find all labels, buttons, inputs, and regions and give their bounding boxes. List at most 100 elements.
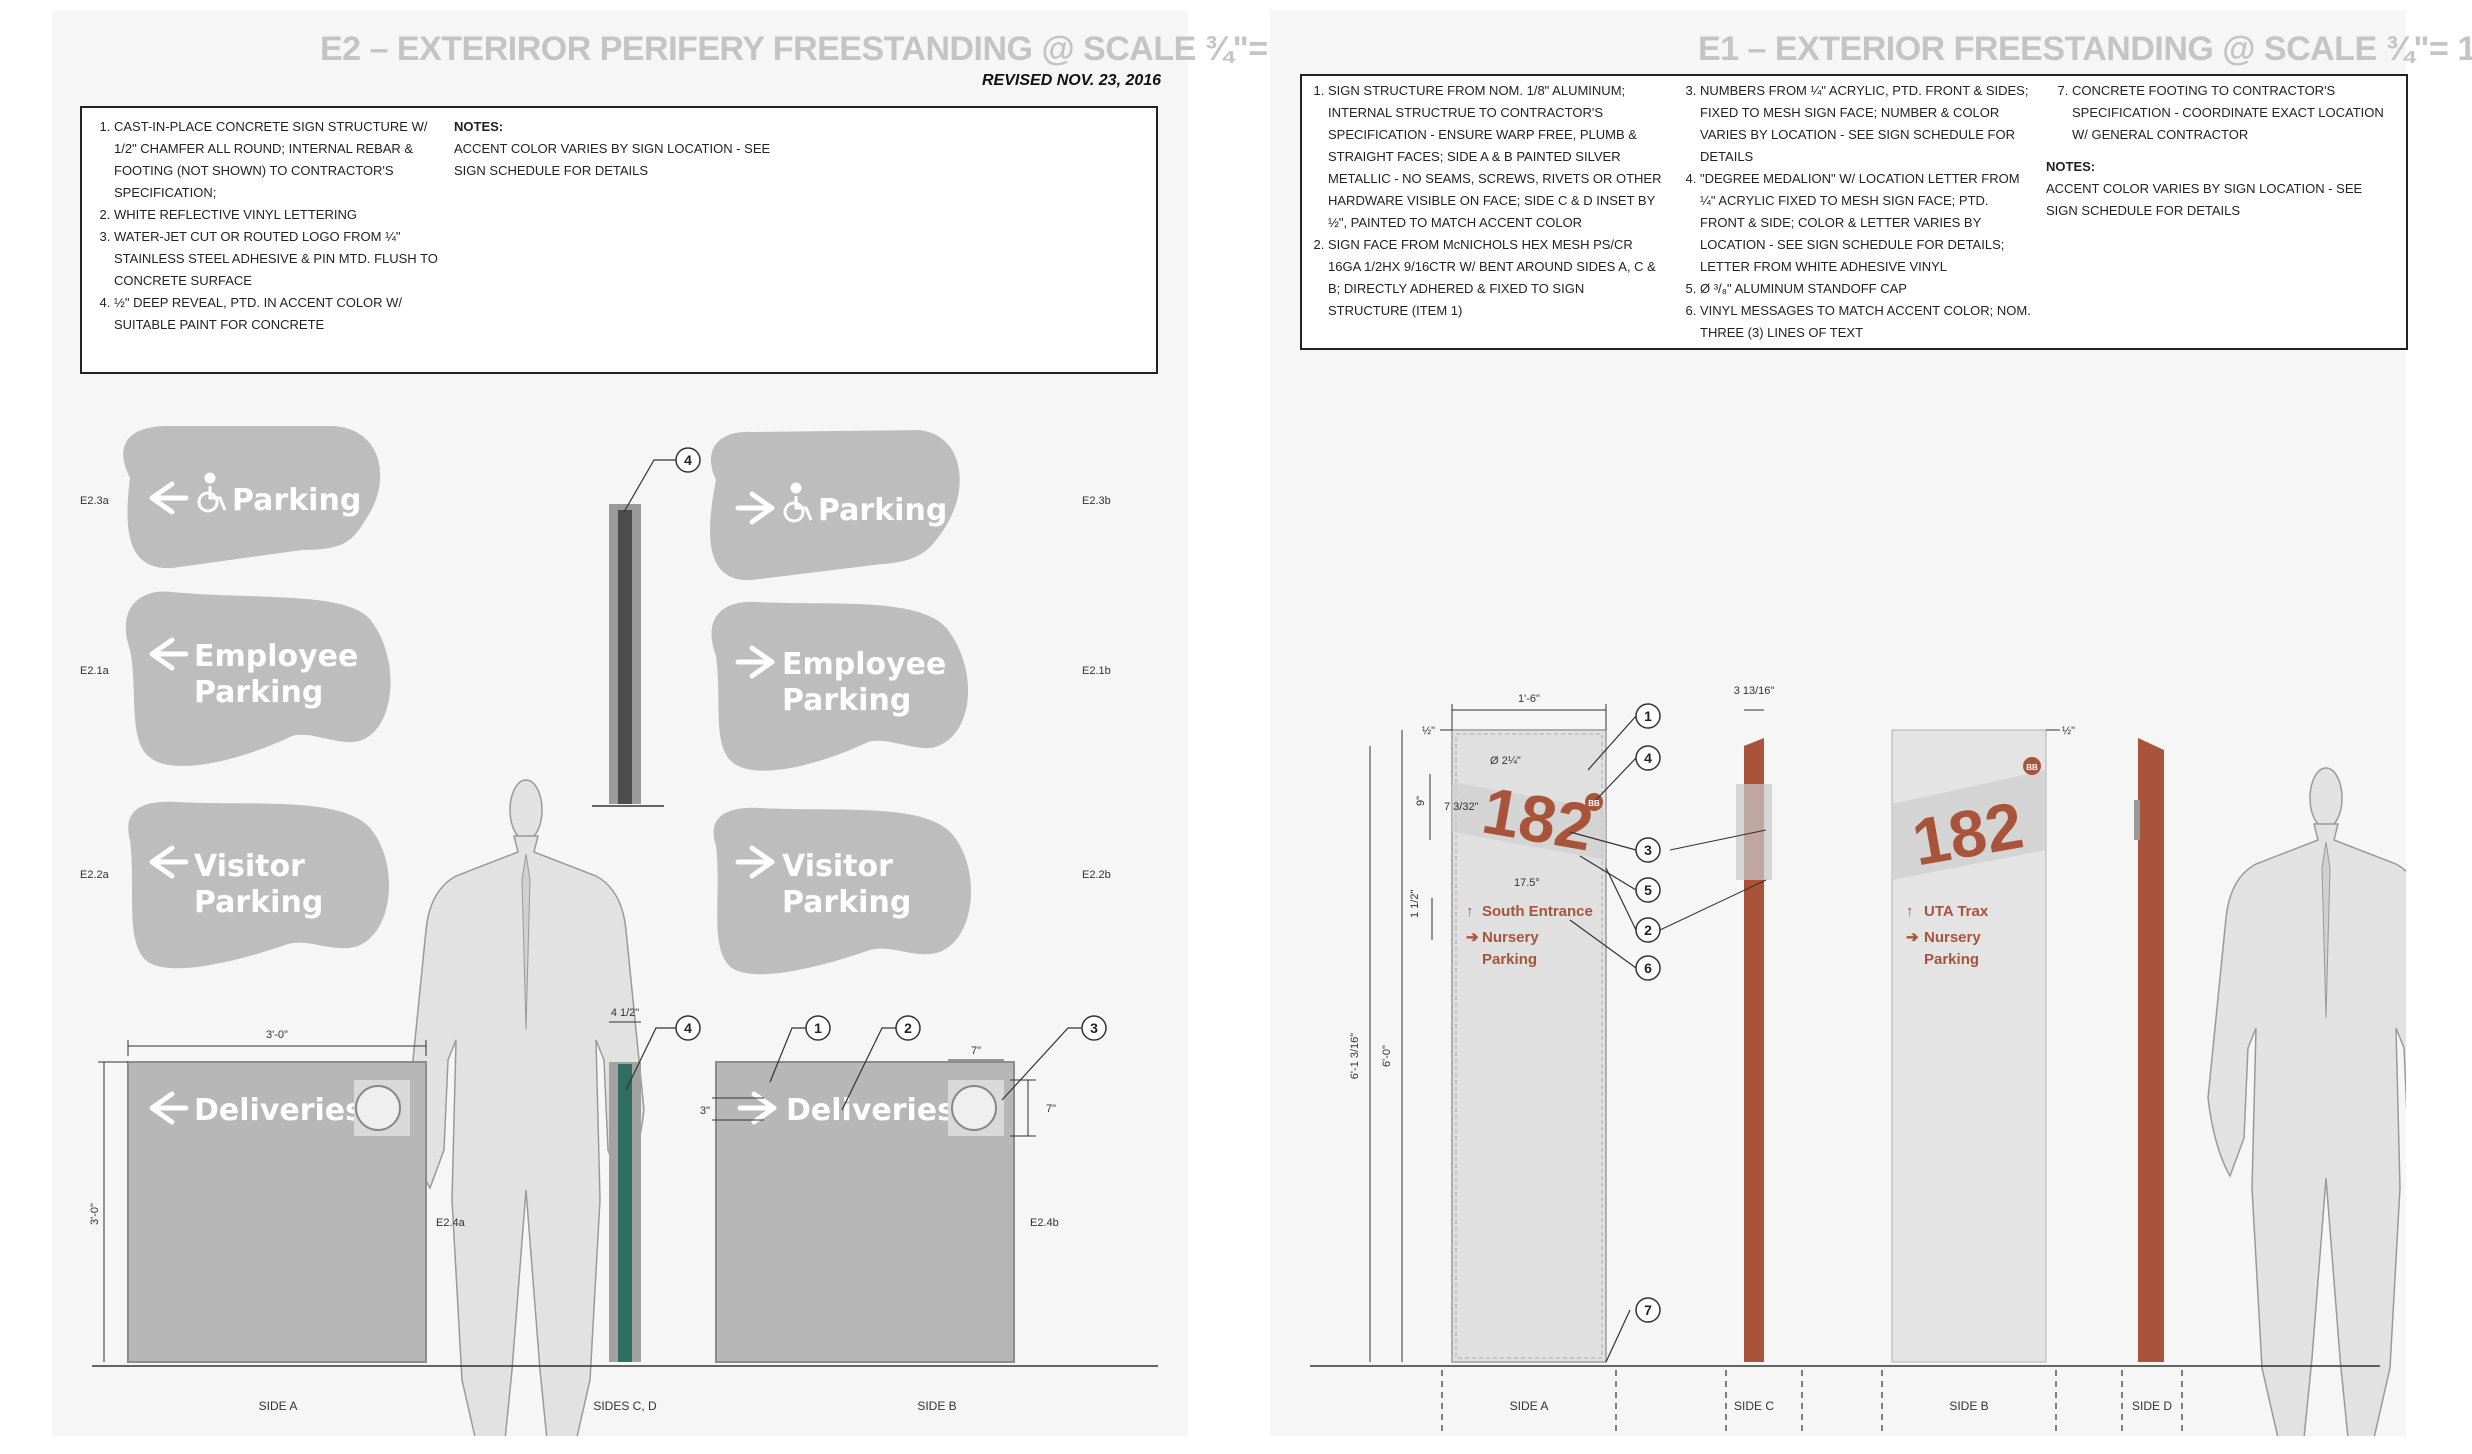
spec-notes-box: SIGN STRUCTURE FROM NOM. 1/8" ALUMINUM; … — [1300, 74, 2408, 350]
sign-code: E2.2a — [80, 869, 110, 881]
sign-text-parking: Parking — [194, 885, 323, 920]
logo-icon — [355, 1085, 401, 1131]
dimension-width: 1'-6" — [1518, 693, 1540, 705]
sign-text-parking: Parking — [782, 885, 911, 920]
spec-item: WATER-JET CUT OR ROUTED LOGO FROM ¼" STA… — [114, 226, 438, 292]
logo-icon — [951, 1085, 997, 1131]
spec-item: CONCRETE FOOTING TO CONTRACTOR'S SPECIFI… — [2072, 80, 2396, 146]
sign-code: E2.4b — [1030, 1217, 1059, 1229]
sign-code: E2.2b — [1082, 869, 1111, 881]
revised-date: REVISED NOV. 23, 2016 — [982, 72, 1162, 89]
side-label: SIDE A — [259, 1399, 298, 1413]
callout-number: 7 — [1644, 1302, 1652, 1318]
side-label: SIDE D — [2132, 1399, 2172, 1413]
spec-list: CAST-IN-PLACE CONCRETE SIGN STRUCTURE W/… — [88, 116, 438, 336]
sign-e24a: Deliveries E2.4a — [127, 1061, 466, 1363]
medallion-letter: BB — [2026, 763, 2038, 772]
sign-side-b: 182 BB ↑ UTA Trax ➔ Nursery Parking ½" — [1891, 725, 2075, 1363]
sign-text-parking: Parking — [232, 483, 361, 518]
callout-number: 4 — [1644, 750, 1652, 766]
spec-list-col2: NUMBERS FROM ¼" ACRYLIC, PTD. FRONT & SI… — [1674, 80, 2034, 344]
sign-text-deliveries: Deliveries — [194, 1093, 363, 1128]
callout-number: 1 — [814, 1020, 822, 1036]
sign-code: E2.3b — [1082, 495, 1111, 507]
notes-heading: NOTES: — [2046, 159, 2096, 174]
spec-item: ½" DEEP REVEAL, PTD. IN ACCENT COLOR W/ … — [114, 292, 438, 336]
spec-item: VINYL MESSAGES TO MATCH ACCENT COLOR; NO… — [1700, 300, 2034, 344]
sign-e21a: Employee Parking — [125, 591, 391, 766]
side-label: SIDE B — [1949, 1399, 1988, 1413]
side-label: SIDE C — [1734, 1399, 1774, 1413]
notes-block: NOTES: ACCENT COLOR VARIES BY SIGN LOCAT… — [454, 116, 774, 182]
message-line: Parking — [1924, 951, 1979, 968]
dimension-diameter: Ø 2¼" — [1490, 755, 1521, 767]
dimension-depth: 3 13/16" — [1734, 685, 1775, 697]
spec-notes-box: CAST-IN-PLACE CONCRETE SIGN STRUCTURE W/… — [80, 106, 1158, 374]
e1-drawing: 182 BB ↑ South Entrance ➔ Nursery Parkin… — [1310, 685, 2406, 1436]
spec-item: SIGN STRUCTURE FROM NOM. 1/8" ALUMINUM; … — [1328, 80, 1662, 234]
dimension-depth: 4 1/2" — [611, 1007, 639, 1019]
sign-e23b: Parking — [710, 430, 960, 581]
notes-heading: NOTES: — [454, 119, 504, 134]
degree-medallion — [2023, 757, 2041, 775]
arrow-right-icon: ➔ — [1906, 929, 1919, 946]
dimension-height: 3'-0" — [89, 1203, 101, 1225]
arrow-up-icon: ↑ — [1906, 903, 1914, 920]
spec-item: NUMBERS FROM ¼" ACRYLIC, PTD. FRONT & SI… — [1700, 80, 2034, 168]
footing-markers — [1441, 1370, 2183, 1434]
dimension-logo-height: 7" — [1046, 1103, 1056, 1115]
callout-number: 6 — [1644, 960, 1652, 976]
sheet-e1: E1 – EXTERIOR FREESTANDING @ SCALE ¾"= 1… — [1270, 10, 2472, 1436]
sign-code: E2.1a — [80, 665, 110, 677]
notes-text: ACCENT COLOR VARIES BY SIGN LOCATION - S… — [2046, 181, 2363, 218]
notes-text: ACCENT COLOR VARIES BY SIGN LOCATION - S… — [454, 141, 771, 178]
callout-number: 5 — [1644, 882, 1652, 898]
sign-text-parking: Parking — [818, 493, 947, 528]
sign-side-d — [2134, 738, 2164, 1362]
sign-code: E2.1b — [1082, 665, 1111, 677]
callout-number: 3 — [1090, 1020, 1098, 1036]
sign-e22a: Visitor Parking — [128, 801, 390, 969]
arrow-right-icon: ➔ — [1466, 929, 1479, 946]
sign-text-visitor: Visitor — [194, 849, 305, 884]
accessible-icon — [197, 472, 227, 513]
side-label: SIDE B — [917, 1399, 956, 1413]
dimension-height: 6'-0" — [1381, 1045, 1393, 1067]
dimension-letter-height: 3" — [700, 1105, 710, 1117]
callout-number: 2 — [1644, 922, 1652, 938]
sign-text-employee: Employee — [782, 647, 946, 682]
sign-code: E2.4a — [436, 1217, 466, 1229]
side-post-upper: 4 — [592, 447, 701, 807]
e2-drawing: Parking Employee Parking Visitor Parking… — [80, 426, 1158, 1436]
dimension-line-height: 1 1/2" — [1409, 890, 1421, 918]
callout-number: 4 — [684, 1020, 692, 1036]
sign-code: E2.3a — [80, 495, 110, 507]
callout-number: 1 — [1644, 708, 1652, 724]
spec-item: SIGN FACE FROM McNICHOLS HEX MESH PS/CR … — [1328, 234, 1662, 322]
dimension-overall-height: 6'-1 3/16" — [1349, 1033, 1361, 1079]
callout-number: 2 — [904, 1020, 912, 1036]
message-line: Nursery — [1924, 929, 1981, 946]
sign-side-c: 3 13/16" — [1659, 685, 1775, 1362]
arrow-up-icon: ↑ — [1466, 903, 1474, 920]
dimension-nine: 9" — [1415, 796, 1427, 806]
sheet-title: E2 – EXTERIROR PERIFERY FREESTANDING @ S… — [320, 30, 1355, 68]
sign-e21b: Employee Parking — [711, 601, 969, 771]
accessible-icon — [783, 482, 813, 523]
side-post-lower: 4 1/2" 4 — [609, 1007, 701, 1362]
medallion-letter: BB — [1588, 799, 1600, 808]
sign-text-employee: Employee — [194, 639, 358, 674]
human-scale-figure — [2207, 767, 2406, 1436]
callout-number: 3 — [1644, 842, 1652, 858]
message-line: Parking — [1482, 951, 1537, 968]
sign-text-deliveries: Deliveries — [786, 1093, 955, 1128]
dimension-inset: ½" — [2062, 725, 2075, 737]
dimension-angle: 17.5° — [1514, 877, 1540, 889]
spec-list-col3: CONCRETE FOOTING TO CONTRACTOR'S SPECIFI… — [2046, 80, 2396, 222]
spec-list-col1: SIGN STRUCTURE FROM NOM. 1/8" ALUMINUM; … — [1302, 80, 1662, 322]
callout-number: 4 — [684, 452, 692, 468]
dimension-inset: ½" — [1422, 725, 1435, 737]
spec-item: Ø ³/₈" ALUMINUM STANDOFF CAP — [1700, 278, 2034, 300]
sheet-e2: E2 – EXTERIROR PERIFERY FREESTANDING @ S… — [52, 10, 1355, 1436]
message-line: UTA Trax — [1924, 903, 1989, 920]
